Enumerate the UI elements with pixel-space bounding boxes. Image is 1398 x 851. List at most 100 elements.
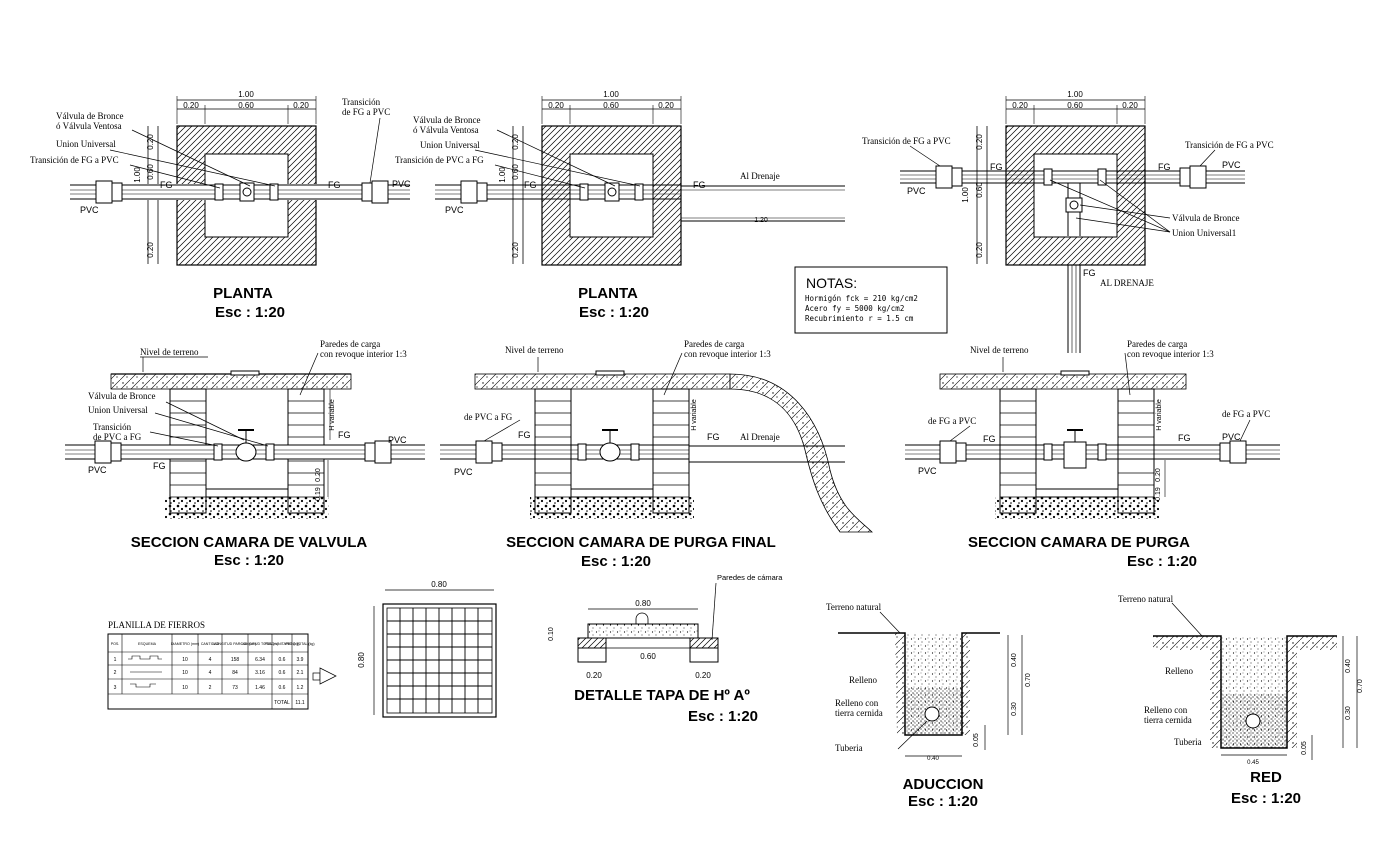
d2: 0.19 <box>1155 487 1162 501</box>
dim-c: 0.20 <box>658 101 674 110</box>
d-030: 0.30 <box>1345 706 1352 720</box>
label-union: Union Universal <box>56 139 116 149</box>
dim-b: 0.60 <box>603 101 619 110</box>
th-2: DIAMETRO (mm) <box>171 642 199 646</box>
label-valve2: ó Válvula Ventosa <box>413 125 479 135</box>
trans1: Transición <box>93 422 132 432</box>
notas-title: NOTAS: <box>806 275 857 291</box>
dim-a: 0.20 <box>548 101 564 110</box>
fg-right: FG <box>1178 433 1191 443</box>
r2-c6: 0.6 <box>279 685 286 691</box>
label-trans-left: Transición de FG a PVC <box>30 155 119 165</box>
sec3-title: SECCION CAMARA DE PURGA <box>968 534 1190 551</box>
planta2-title: PLANTA <box>578 285 638 302</box>
tapa-scale: Esc : 1:20 <box>688 708 758 725</box>
d-w: 0.45 <box>1247 760 1259 766</box>
r1-c2: 10 <box>182 670 188 676</box>
d-030: 0.30 <box>1011 702 1018 716</box>
d-070: 0.70 <box>1025 673 1032 687</box>
r1-c5: 3.16 <box>255 670 265 676</box>
dim-l: 0.20 <box>586 671 602 680</box>
v-total: 1.00 <box>498 167 507 183</box>
tuberia: Tuberia <box>835 743 863 753</box>
dim-total: 1.00 <box>238 90 254 99</box>
nivel: Nivel de terreno <box>505 345 564 355</box>
notas-box: NOTAS: Hormigón fck = 210 kg/cm2 Acero f… <box>794 266 948 334</box>
seccion-purga-final: H variable Nivel de terreno Paredes de c… <box>440 339 873 570</box>
paredes1: Paredes de carga <box>684 339 744 349</box>
drain-label: Al Drenaje <box>740 171 780 181</box>
d-040: 0.40 <box>1345 659 1352 673</box>
r0-c7: 3.9 <box>297 657 304 663</box>
fg-left: FG <box>990 162 1003 172</box>
hvar: H variable <box>329 399 336 431</box>
d1: 0.20 <box>315 468 322 482</box>
fg-right: FG <box>693 180 706 190</box>
th-6: PESO UNITARIO (kg) <box>264 642 299 646</box>
pvc-left: PVC <box>80 205 99 215</box>
th-5: LONGITUD TOTAL (m) <box>241 642 278 646</box>
d2: 0.19 <box>315 487 322 501</box>
dim-a: 0.20 <box>1012 101 1028 110</box>
label-trans: Transición de PVC a FG <box>395 155 484 165</box>
v-a: 0.20 <box>511 134 520 150</box>
tapa-plan-grid: 0.80 0.80 <box>357 580 497 718</box>
fg-left: FG <box>518 430 531 440</box>
dim-c: 0.20 <box>1122 101 1138 110</box>
r0-c6: 0.6 <box>279 657 286 663</box>
paredes1: Paredes de carga <box>320 339 380 349</box>
d1: 0.20 <box>1155 468 1162 482</box>
dim-top: 0.80 <box>635 599 651 608</box>
dim-b: 0.60 <box>238 101 254 110</box>
label-union: Union Universal1 <box>1172 228 1236 238</box>
r1-c6: 0.6 <box>279 670 286 676</box>
nivel: Nivel de terreno <box>140 347 199 357</box>
pvc-right: PVC <box>1222 432 1241 442</box>
v-total: 1.00 <box>961 187 970 203</box>
pvc-right: PVC <box>388 435 407 445</box>
v-c: 0.20 <box>511 242 520 258</box>
notas-line1: Hormigón fck = 210 kg/cm2 <box>805 294 918 303</box>
r2-c0: 3 <box>114 685 117 691</box>
planta1-scale: Esc : 1:20 <box>215 304 285 321</box>
red-title: RED <box>1250 769 1282 786</box>
planta-3: 1.00 0.20 0.60 0.20 0.20 0.60 1.00 0.20 <box>862 90 1274 353</box>
paredes-label: Paredes de cámara <box>717 573 783 582</box>
pvc-right: PVC <box>1222 160 1241 170</box>
paredes1: Paredes de carga <box>1127 339 1187 349</box>
v-b: 0.60 <box>146 164 155 180</box>
aduccion-title: ADUCCION <box>903 776 984 793</box>
dim-mid: 0.60 <box>640 652 656 661</box>
relleno2b: tierra cernida <box>835 708 883 718</box>
trans-right: Transición de FG a PVC <box>1185 140 1274 150</box>
r1-c0: 2 <box>114 670 117 676</box>
label-trans-right2: de FG a PVC <box>342 107 390 117</box>
total-label: TOTAL <box>274 700 290 706</box>
notas-line2: Acero fy = 5000 kg/cm2 <box>805 304 904 313</box>
fg-right: FG <box>1158 162 1171 172</box>
fg-right: FG <box>338 430 351 440</box>
th-1: ESQUEMA <box>138 642 157 646</box>
fg-left: FG <box>160 180 173 190</box>
grid-dim-h: 0.80 <box>357 652 366 668</box>
hvar: H variable <box>691 399 698 431</box>
sec1-scale: Esc : 1:20 <box>214 552 284 569</box>
trans-right: de FG a PVC <box>1222 409 1270 419</box>
hvar: H variable <box>1156 399 1163 431</box>
v-c: 0.20 <box>146 242 155 258</box>
sec2-title: SECCION CAMARA DE PURGA FINAL <box>506 534 776 551</box>
pvc-left: PVC <box>454 467 473 477</box>
v-b: 0.60 <box>975 182 984 198</box>
label-trans-right1: Transición <box>342 97 381 107</box>
r1-c4: 84 <box>232 670 238 676</box>
grid-dim-w: 0.80 <box>431 580 447 589</box>
trans-left: Transición de FG a PVC <box>862 136 951 146</box>
r0-c2: 10 <box>182 657 188 663</box>
planilla-fierros: PLANILLA DE FIERROS POS. ESQUEMA DIAMETR… <box>107 620 337 710</box>
relleno2b: tierra cernida <box>1144 715 1192 725</box>
detalle-tapa: Paredes de cámara 0.80 0.10 0.60 0.20 0.… <box>548 573 783 725</box>
dim-h: 0.10 <box>548 627 555 641</box>
total-value: 11.1 <box>295 700 305 706</box>
valve: Válvula de Bronce <box>88 391 155 401</box>
